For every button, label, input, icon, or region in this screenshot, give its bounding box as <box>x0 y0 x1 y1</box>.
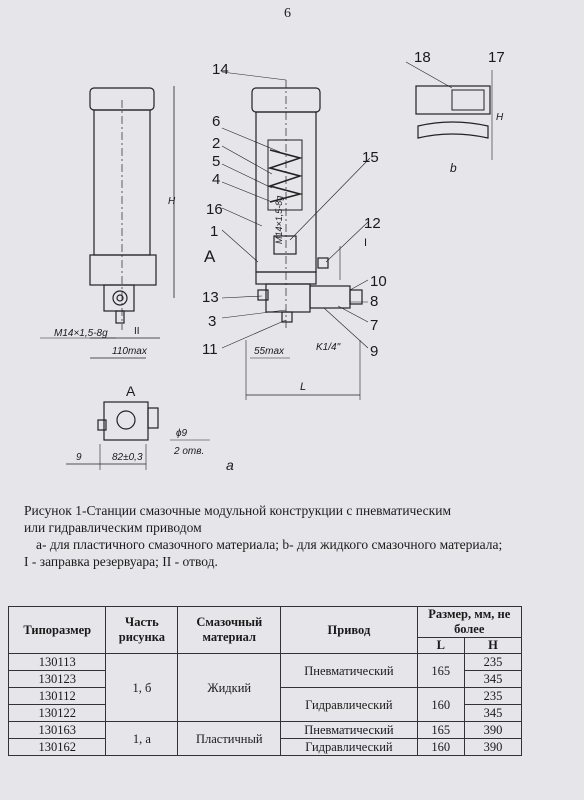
header-L: L <box>416 637 466 654</box>
cell-size: 130162 <box>7 738 107 756</box>
cell-material: Жидкий <box>177 653 282 722</box>
spec-table: Типоразмер Часть рисунка Смазочный матер… <box>7 606 523 756</box>
cell-drive: Пневматический <box>280 653 418 688</box>
label-2: 2 <box>212 135 220 152</box>
label-16: 16 <box>206 201 223 218</box>
caption-line-2: или гидравлическим приводом <box>24 520 202 535</box>
header-material: Смазочный материал <box>177 606 282 654</box>
label-18: 18 <box>414 49 431 66</box>
cell-size: 130113 <box>7 653 107 671</box>
cell-size: 130123 <box>7 670 107 688</box>
cell-drive: Пневматический <box>280 721 418 739</box>
label-m14-left: M14×1,5-8g <box>54 328 108 339</box>
left-pump-body <box>103 284 135 312</box>
header-drive: Привод <box>280 606 418 654</box>
label-15: 15 <box>362 149 379 166</box>
view-a-body <box>103 401 149 441</box>
caption-line-3: а- для пластичного смазочного материала;… <box>36 537 503 552</box>
technical-drawing: 14 6 2 5 4 16 1 A 13 3 11 15 12 I 10 8 7… <box>40 49 505 473</box>
label-2-otv: 2 отв. <box>173 446 204 457</box>
caption-line-4: I - заправка резервуара; II - отвод. <box>24 554 218 569</box>
label-17: 17 <box>488 49 505 66</box>
cell-H: 235 <box>464 653 522 671</box>
center-valve-block <box>309 285 351 309</box>
label-dim-82: 82±0,3 <box>112 452 143 463</box>
label-6: 6 <box>212 113 220 130</box>
label-55max: 55max <box>254 346 285 357</box>
label-a: a <box>226 457 234 473</box>
center-pump-body <box>265 283 311 313</box>
cell-H: 390 <box>464 738 522 756</box>
cell-H: 390 <box>464 721 522 739</box>
cell-drive: Гидравлический <box>280 687 418 722</box>
table-row: 130123 345 <box>7 670 522 688</box>
header-size: Типоразмер <box>7 606 107 654</box>
label-3: 3 <box>208 313 216 330</box>
label-1: 1 <box>210 223 218 240</box>
label-L: L <box>300 381 306 393</box>
cell-size: 130112 <box>7 687 107 705</box>
header-dims: Размер, мм, не более <box>416 606 523 638</box>
cell-material: Пластичный <box>177 721 282 756</box>
cell-L: 160 <box>416 687 466 722</box>
label-12: 12 <box>364 215 381 232</box>
table-row: 130162 Гидравлический 160 390 <box>7 738 522 756</box>
cell-part: 1, б <box>105 653 179 722</box>
cell-L: 165 <box>416 721 466 739</box>
label-A-view: A <box>126 383 136 399</box>
table-row: 130112 Гидравлический 160 235 <box>7 687 522 722</box>
label-m14-right: M14×1,5-8g <box>274 196 284 244</box>
table-row: 130113 1, б Жидкий Пневматический 165 23… <box>7 653 522 722</box>
caption-line-1: Рисунок 1-Станции смазочные модульной ко… <box>24 503 451 518</box>
label-13: 13 <box>202 289 219 306</box>
figure-caption: Рисунок 1-Станции смазочные модульной ко… <box>24 502 574 570</box>
label-k14: K1/4" <box>316 342 341 353</box>
cell-H: 235 <box>464 687 522 705</box>
label-110max: 110max <box>112 346 148 357</box>
left-base-block <box>89 254 157 286</box>
header-part: Часть рисунка <box>105 606 179 654</box>
page-number: 6 <box>284 6 291 21</box>
label-H: H <box>168 196 176 207</box>
label-dim-9: 9 <box>76 452 82 463</box>
label-5: 5 <box>212 153 220 170</box>
label-8: 8 <box>370 293 378 310</box>
label-14: 14 <box>212 61 229 78</box>
cell-L: 160 <box>416 738 466 756</box>
detail-b-top <box>415 85 491 115</box>
table-row: 130122 345 <box>7 704 522 722</box>
label-II: II <box>134 326 140 337</box>
label-A: A <box>204 247 216 266</box>
cell-drive: Гидравлический <box>280 738 418 756</box>
label-I: I <box>364 237 367 249</box>
table-row: 130163 1, а Пластичный Пневматический 16… <box>7 721 522 756</box>
label-H-detail: H <box>496 112 504 123</box>
cell-H: 345 <box>464 670 522 688</box>
label-7: 7 <box>370 317 378 334</box>
label-9: 9 <box>370 343 378 360</box>
cell-size: 130122 <box>7 704 107 722</box>
label-11: 11 <box>202 341 218 358</box>
header-H: H <box>464 637 522 654</box>
label-4: 4 <box>212 171 220 188</box>
cell-L: 165 <box>416 653 466 688</box>
label-b: b <box>450 161 457 175</box>
label-10: 10 <box>370 273 387 290</box>
label-phi9: ϕ9 <box>176 428 188 439</box>
cell-size: 130163 <box>7 721 107 739</box>
cell-part: 1, а <box>105 721 179 756</box>
cell-H: 345 <box>464 704 522 722</box>
